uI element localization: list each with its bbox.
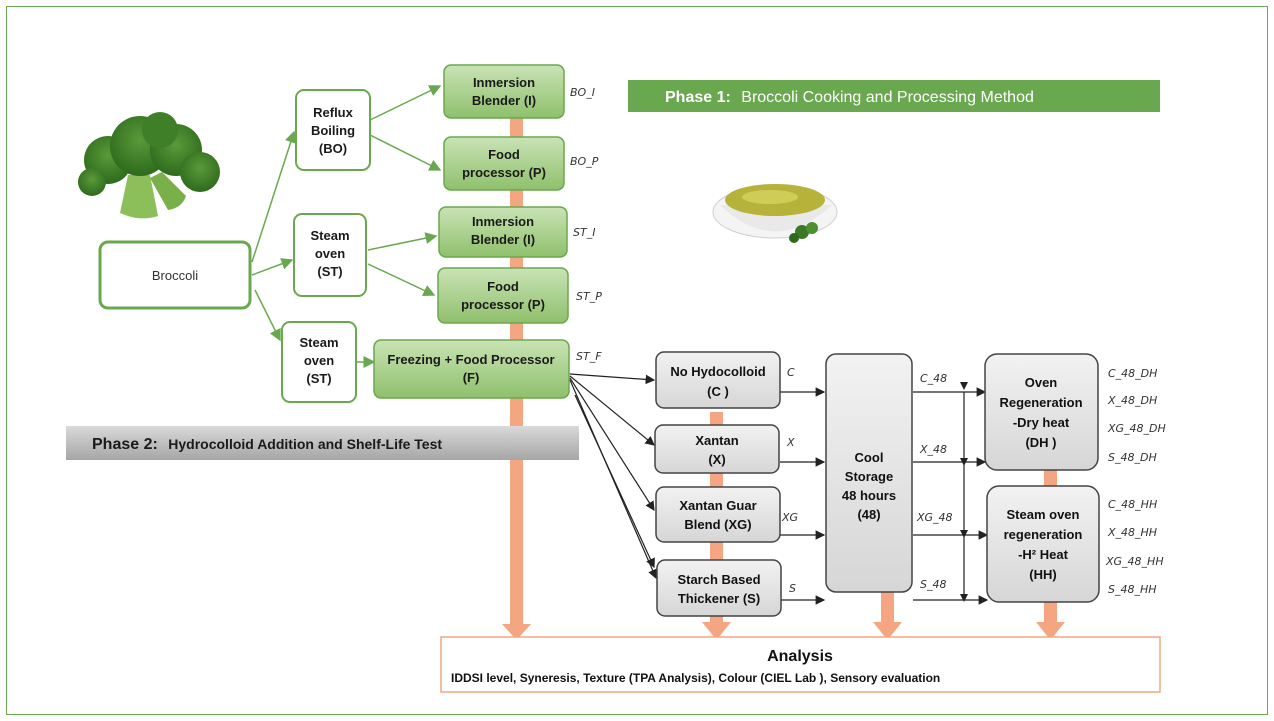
code-c-48-dh: C_48_DH (1108, 367, 1157, 380)
regen-hh-line4: (HH) (1029, 567, 1056, 582)
code-s-48-hh: S_48_HH (1108, 583, 1157, 596)
process-st-i-box: Inmersion Blender (I) (438, 206, 568, 258)
storage-line4: (48) (857, 507, 880, 522)
st-i-line2: Blender (I) (471, 232, 535, 247)
process-bo-p-box: Food processor (P) (443, 136, 565, 191)
hydro-xg-line1: Xantan Guar (679, 498, 756, 513)
code-st-f: ST_F (576, 350, 602, 363)
hydro-s-line1: Starch Based (677, 572, 760, 587)
steam1-line3: (ST) (317, 264, 342, 279)
phase2-title: Hydrocolloid Addition and Shelf-Life Tes… (168, 436, 442, 452)
regen-dh-line4: (DH ) (1025, 435, 1056, 450)
code-c-48-hh: C_48_HH (1108, 498, 1157, 511)
broccoli-node: Broccoli (98, 240, 252, 310)
hydro-s-box: Starch Based Thickener (S) (656, 559, 782, 617)
regen-hh-line2: regeneration (1004, 527, 1083, 542)
regen-dh-line2: Regeneration (999, 395, 1082, 410)
hydro-x-line2: (X) (708, 452, 725, 467)
process-st-f-box: Freezing + Food Processor (F) (373, 339, 570, 399)
analysis-text: IDDSI level, Syneresis, Texture (TPA Ana… (451, 671, 940, 685)
st-i-line1: Inmersion (472, 214, 534, 229)
st-f-line2: (F) (463, 370, 480, 385)
hydro-xg-line2: Blend (XG) (684, 517, 751, 532)
st-p-line1: Food (487, 279, 519, 294)
reflux-line1: Reflux (313, 105, 354, 120)
steam2-line2: oven (304, 353, 334, 368)
storage-line3: 48 hours (842, 488, 896, 503)
hydro-xg-box: Xantan Guar Blend (XG) (655, 486, 781, 543)
code-s-48: S_48 (920, 578, 946, 591)
svg-text:Phase 2: Hydrocolloid: Phase 2: Hydrocolloid Addition and Shelf… (92, 436, 442, 453)
figure-frame (6, 6, 1268, 715)
regen-hh-box: Steam oven regeneration -H² Heat (HH) (986, 485, 1100, 603)
hydro-x-line1: Xantan (695, 433, 738, 448)
phase1-banner: Phase 1: Broccoli Cooking and Processing… (628, 80, 1160, 112)
regen-dh-line1: Oven (1025, 375, 1058, 390)
regen-hh-line1: Steam oven (1007, 507, 1080, 522)
analysis-box: Analysis IDDSI level, Syneresis, Texture… (440, 636, 1161, 693)
phase2-label: Phase 2: (92, 436, 158, 453)
code-st-p: ST_P (576, 290, 602, 303)
puree-bowl-image (712, 184, 838, 243)
method-reflux-box: Reflux Boiling (BO) (295, 89, 371, 171)
code-s: S (789, 582, 796, 595)
analysis-title: Analysis (767, 648, 833, 665)
storage-line1: Cool (855, 450, 884, 465)
code-x-48-hh: X_48_HH (1107, 526, 1157, 539)
st-f-line1: Freezing + Food Processor (387, 352, 554, 367)
code-xg-48-dh: XG_48_DH (1107, 422, 1166, 435)
hydro-c-line1: No Hydocolloid (670, 364, 765, 379)
phase2-banner: Phase 2: Hydrocolloid Addition and Shelf… (66, 426, 579, 460)
hydro-s-line2: Thickener (S) (678, 591, 760, 606)
bo-p-line2: processor (P) (462, 165, 546, 180)
broccoli-label: Broccoli (152, 268, 198, 283)
storage-line2: Storage (845, 469, 893, 484)
black-arrows (569, 373, 989, 605)
cool-storage-box: Cool Storage 48 hours (48) (825, 353, 913, 593)
method-steam2-box: Steam oven (ST) (281, 321, 357, 403)
code-xg-48-hh: XG_48_HH (1105, 555, 1164, 568)
steam1-line2: oven (315, 246, 345, 261)
code-bo-p: BO_P (570, 155, 599, 168)
hydro-c-box: No Hydocolloid (C ) (655, 351, 781, 409)
code-xg-48: XG_48 (916, 511, 953, 524)
code-xg: XG (781, 511, 798, 524)
phase1-title: Broccoli Cooking and Processing Method (741, 89, 1034, 106)
hydro-x-box: Xantan (X) (654, 424, 780, 474)
svg-text:Phase 1: Broccoli Cook: Phase 1: Broccoli Cooking and Processing… (665, 89, 1034, 106)
connector-arrowheads (960, 382, 968, 602)
code-st-i: ST_I (573, 226, 595, 239)
regen-dh-line3: -Dry heat (1013, 415, 1070, 430)
process-bo-i-box: Inmersion Blender (I) (443, 64, 565, 119)
code-c-48: C_48 (920, 372, 947, 385)
code-c: C (787, 366, 795, 379)
steam1-line1: Steam (310, 228, 349, 243)
phase1-label: Phase 1: (665, 89, 731, 106)
steam2-line3: (ST) (306, 371, 331, 386)
process-st-p-box: Food processor (P) (437, 267, 569, 324)
st-p-line2: processor (P) (461, 297, 545, 312)
regen-dh-box: Oven Regeneration -Dry heat (DH ) (984, 353, 1099, 471)
bo-p-line1: Food (488, 147, 520, 162)
hydro-c-line2: (C ) (707, 384, 729, 399)
code-s-48-dh: S_48_DH (1108, 451, 1157, 464)
reflux-line3: (BO) (319, 141, 347, 156)
reflux-line2: Boiling (311, 123, 355, 138)
code-bo-i: BO_I (570, 86, 595, 99)
steam2-line1: Steam (299, 335, 338, 350)
code-x-48: X_48 (919, 443, 947, 456)
regen-hh-line3: -H² Heat (1018, 547, 1069, 562)
method-steam1-box: Steam oven (ST) (293, 213, 367, 297)
code-x-48-dh: X_48_DH (1107, 394, 1157, 407)
bo-i-line2: Blender (I) (472, 93, 536, 108)
broccoli-image (78, 112, 220, 219)
bo-i-line1: Inmersion (473, 75, 535, 90)
green-arrows (251, 85, 442, 368)
code-x: X (786, 436, 795, 449)
